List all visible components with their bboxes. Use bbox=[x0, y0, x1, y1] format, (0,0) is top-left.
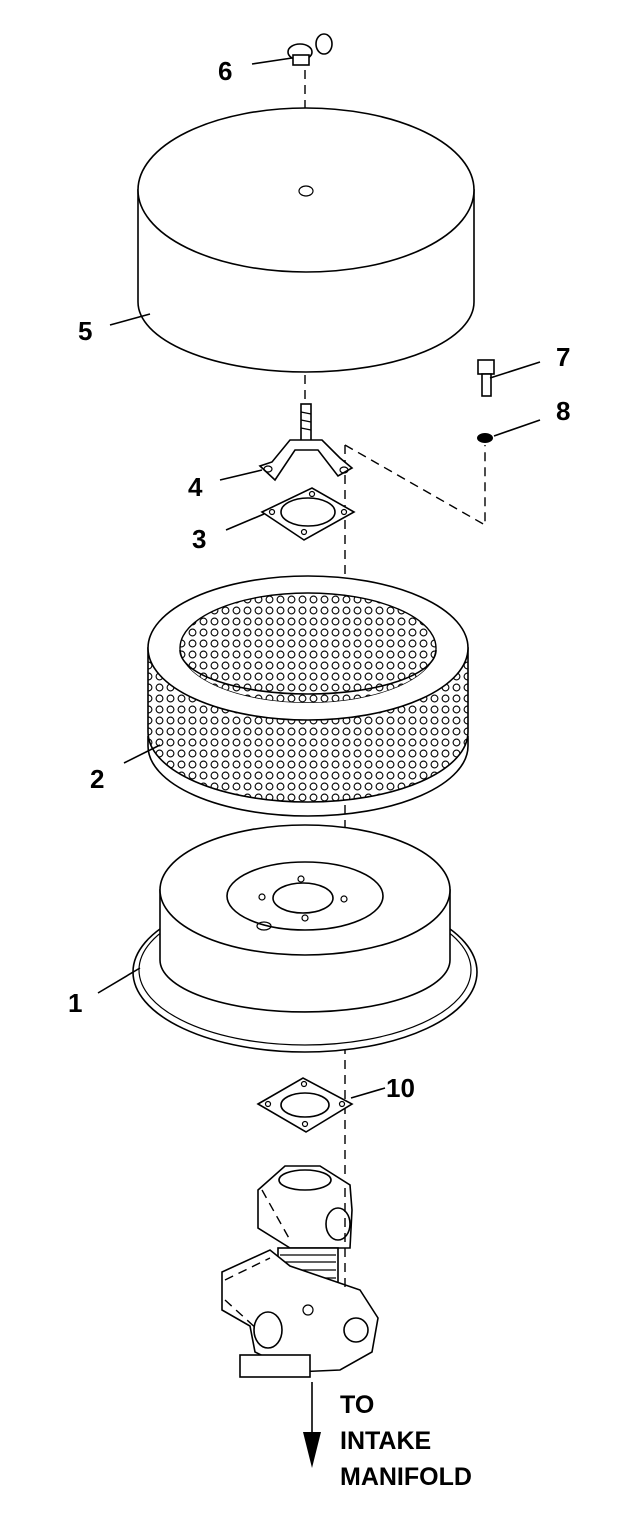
callout-4: 4 bbox=[188, 472, 203, 502]
cap-screw bbox=[477, 359, 495, 397]
air-cleaner-cover bbox=[137, 107, 475, 373]
callout-3: 3 bbox=[192, 524, 206, 554]
callout-8: 8 bbox=[556, 396, 570, 426]
callout-1: 1 bbox=[68, 988, 82, 1018]
callout-6: 6 bbox=[218, 56, 232, 86]
stud-bracket bbox=[258, 403, 354, 482]
air-cleaner-base bbox=[132, 824, 478, 1053]
callout-5: 5 bbox=[78, 316, 92, 346]
flow-label-line-3: MANIFOLD bbox=[340, 1463, 472, 1491]
callout-10: 10 bbox=[386, 1073, 415, 1103]
flow-label-line-1: TO bbox=[340, 1391, 374, 1419]
bracket-gasket bbox=[260, 487, 356, 541]
leader-lines bbox=[97, 57, 541, 1099]
filter-element bbox=[147, 575, 469, 817]
flow-label-line-2: INTAKE bbox=[340, 1427, 431, 1455]
lock-washer bbox=[477, 433, 493, 443]
carburetor-gasket bbox=[256, 1077, 354, 1133]
flow-arrow bbox=[303, 1382, 321, 1468]
callout-2: 2 bbox=[90, 764, 104, 794]
carburetor bbox=[221, 1165, 379, 1378]
wing-nut bbox=[287, 33, 333, 66]
callout-7: 7 bbox=[556, 342, 570, 372]
